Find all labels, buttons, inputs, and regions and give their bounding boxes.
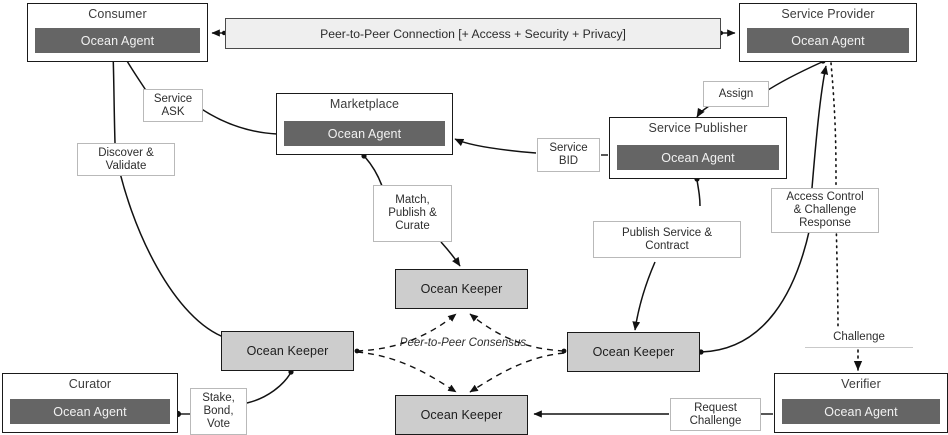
edge-label-publish-service-contract: Publish Service & Contract xyxy=(593,221,741,258)
edge-label-request-challenge: Request Challenge xyxy=(670,398,761,431)
label-line: Publish & xyxy=(388,207,437,219)
ocean-agent-bar[interactable]: Ocean Agent xyxy=(284,121,445,146)
ocean-agent-bar[interactable]: Ocean Agent xyxy=(747,28,909,53)
label-line: Match, xyxy=(395,194,430,207)
edge-label-peer-to-peer-consensus: Peer-to-Peer Consensus xyxy=(398,337,528,350)
actor-curator[interactable]: Curator Ocean Agent xyxy=(2,373,178,433)
label-line: Publish Service & xyxy=(621,226,713,239)
label-line: Service xyxy=(153,92,193,105)
edge-label-assign: Assign xyxy=(703,81,769,107)
actor-verifier[interactable]: Verifier Ocean Agent xyxy=(774,373,948,433)
label-line: Challenge xyxy=(689,414,742,427)
label-line: Assign xyxy=(718,87,754,100)
label-line: ASK xyxy=(161,105,185,118)
label-line: Contract xyxy=(645,239,689,252)
actor-marketplace[interactable]: Marketplace Ocean Agent xyxy=(276,93,453,155)
actor-title: Curator xyxy=(68,377,112,391)
keeper-label: Ocean Keeper xyxy=(420,408,503,422)
actor-title: Service Provider xyxy=(781,7,875,21)
label-line: Vote xyxy=(206,417,231,430)
edge-label-match-publish-curate: Match, Publish & Curate xyxy=(373,185,452,242)
label-line: Validate xyxy=(105,159,147,172)
label-line: Response xyxy=(799,216,851,229)
actor-title: Consumer xyxy=(88,7,147,21)
ocean-agent-bar[interactable]: Ocean Agent xyxy=(782,399,940,424)
ocean-agent-label: Ocean Agent xyxy=(53,404,127,419)
node-keeper-left[interactable]: Ocean Keeper xyxy=(221,331,354,371)
ocean-agent-bar[interactable]: Ocean Agent xyxy=(35,28,200,53)
actor-consumer[interactable]: Consumer Ocean Agent xyxy=(27,3,208,62)
label-line: Stake, xyxy=(202,392,235,405)
ocean-agent-label: Ocean Agent xyxy=(327,126,402,141)
actor-service-publisher[interactable]: Service Publisher Ocean Agent xyxy=(609,117,787,179)
ocean-agent-label: Ocean Agent xyxy=(80,33,155,48)
label-line: Consensus xyxy=(468,337,527,349)
label-line: BID xyxy=(558,155,579,167)
label-line: Request xyxy=(694,401,737,414)
ocean-agent-bar[interactable]: Ocean Agent xyxy=(10,399,170,424)
keeper-label: Ocean Keeper xyxy=(246,344,329,358)
label-line: Challenge xyxy=(833,331,885,343)
label-line: Discover & xyxy=(98,146,154,159)
node-keeper-bottom[interactable]: Ocean Keeper xyxy=(395,395,528,435)
actor-service-provider[interactable]: Service Provider Ocean Agent xyxy=(739,3,917,62)
ocean-agent-label: Ocean Agent xyxy=(824,404,898,419)
label-line: Peer-to-Peer xyxy=(399,337,466,349)
edge-label-service-ask: Service ASK xyxy=(143,89,203,122)
node-keeper-right[interactable]: Ocean Keeper xyxy=(567,332,700,372)
edge-label-stake-bond-vote: Stake, Bond, Vote xyxy=(190,388,247,435)
label-line: Service xyxy=(549,142,588,155)
keeper-label: Ocean Keeper xyxy=(420,282,503,296)
keeper-label: Ocean Keeper xyxy=(592,345,675,359)
peer-to-peer-connection-bar[interactable]: Peer-to-Peer Connection [+ Access + Secu… xyxy=(225,18,721,49)
node-keeper-top[interactable]: Ocean Keeper xyxy=(395,269,528,309)
actor-title: Marketplace xyxy=(329,97,400,111)
ocean-agent-bar[interactable]: Ocean Agent xyxy=(617,145,779,170)
ocean-agent-label: Ocean Agent xyxy=(661,150,735,165)
label-line: Access Control xyxy=(786,191,864,204)
label-line: Curate xyxy=(395,219,430,232)
label-line: Bond, xyxy=(203,405,234,417)
actor-title: Service Publisher xyxy=(648,121,748,135)
edge-label-discover-validate: Discover & Validate xyxy=(77,143,175,176)
p2p-connection-label: Peer-to-Peer Connection [+ Access + Secu… xyxy=(320,26,626,41)
edge-label-service-bid: Service BID xyxy=(537,138,600,172)
label-line: & Challenge xyxy=(793,204,857,216)
edge-label-challenge: Challenge xyxy=(805,328,913,348)
ocean-agent-label: Ocean Agent xyxy=(791,33,865,48)
actor-title: Verifier xyxy=(841,377,881,391)
edge-label-access-control-challenge-response: Access Control & Challenge Response xyxy=(771,188,879,233)
